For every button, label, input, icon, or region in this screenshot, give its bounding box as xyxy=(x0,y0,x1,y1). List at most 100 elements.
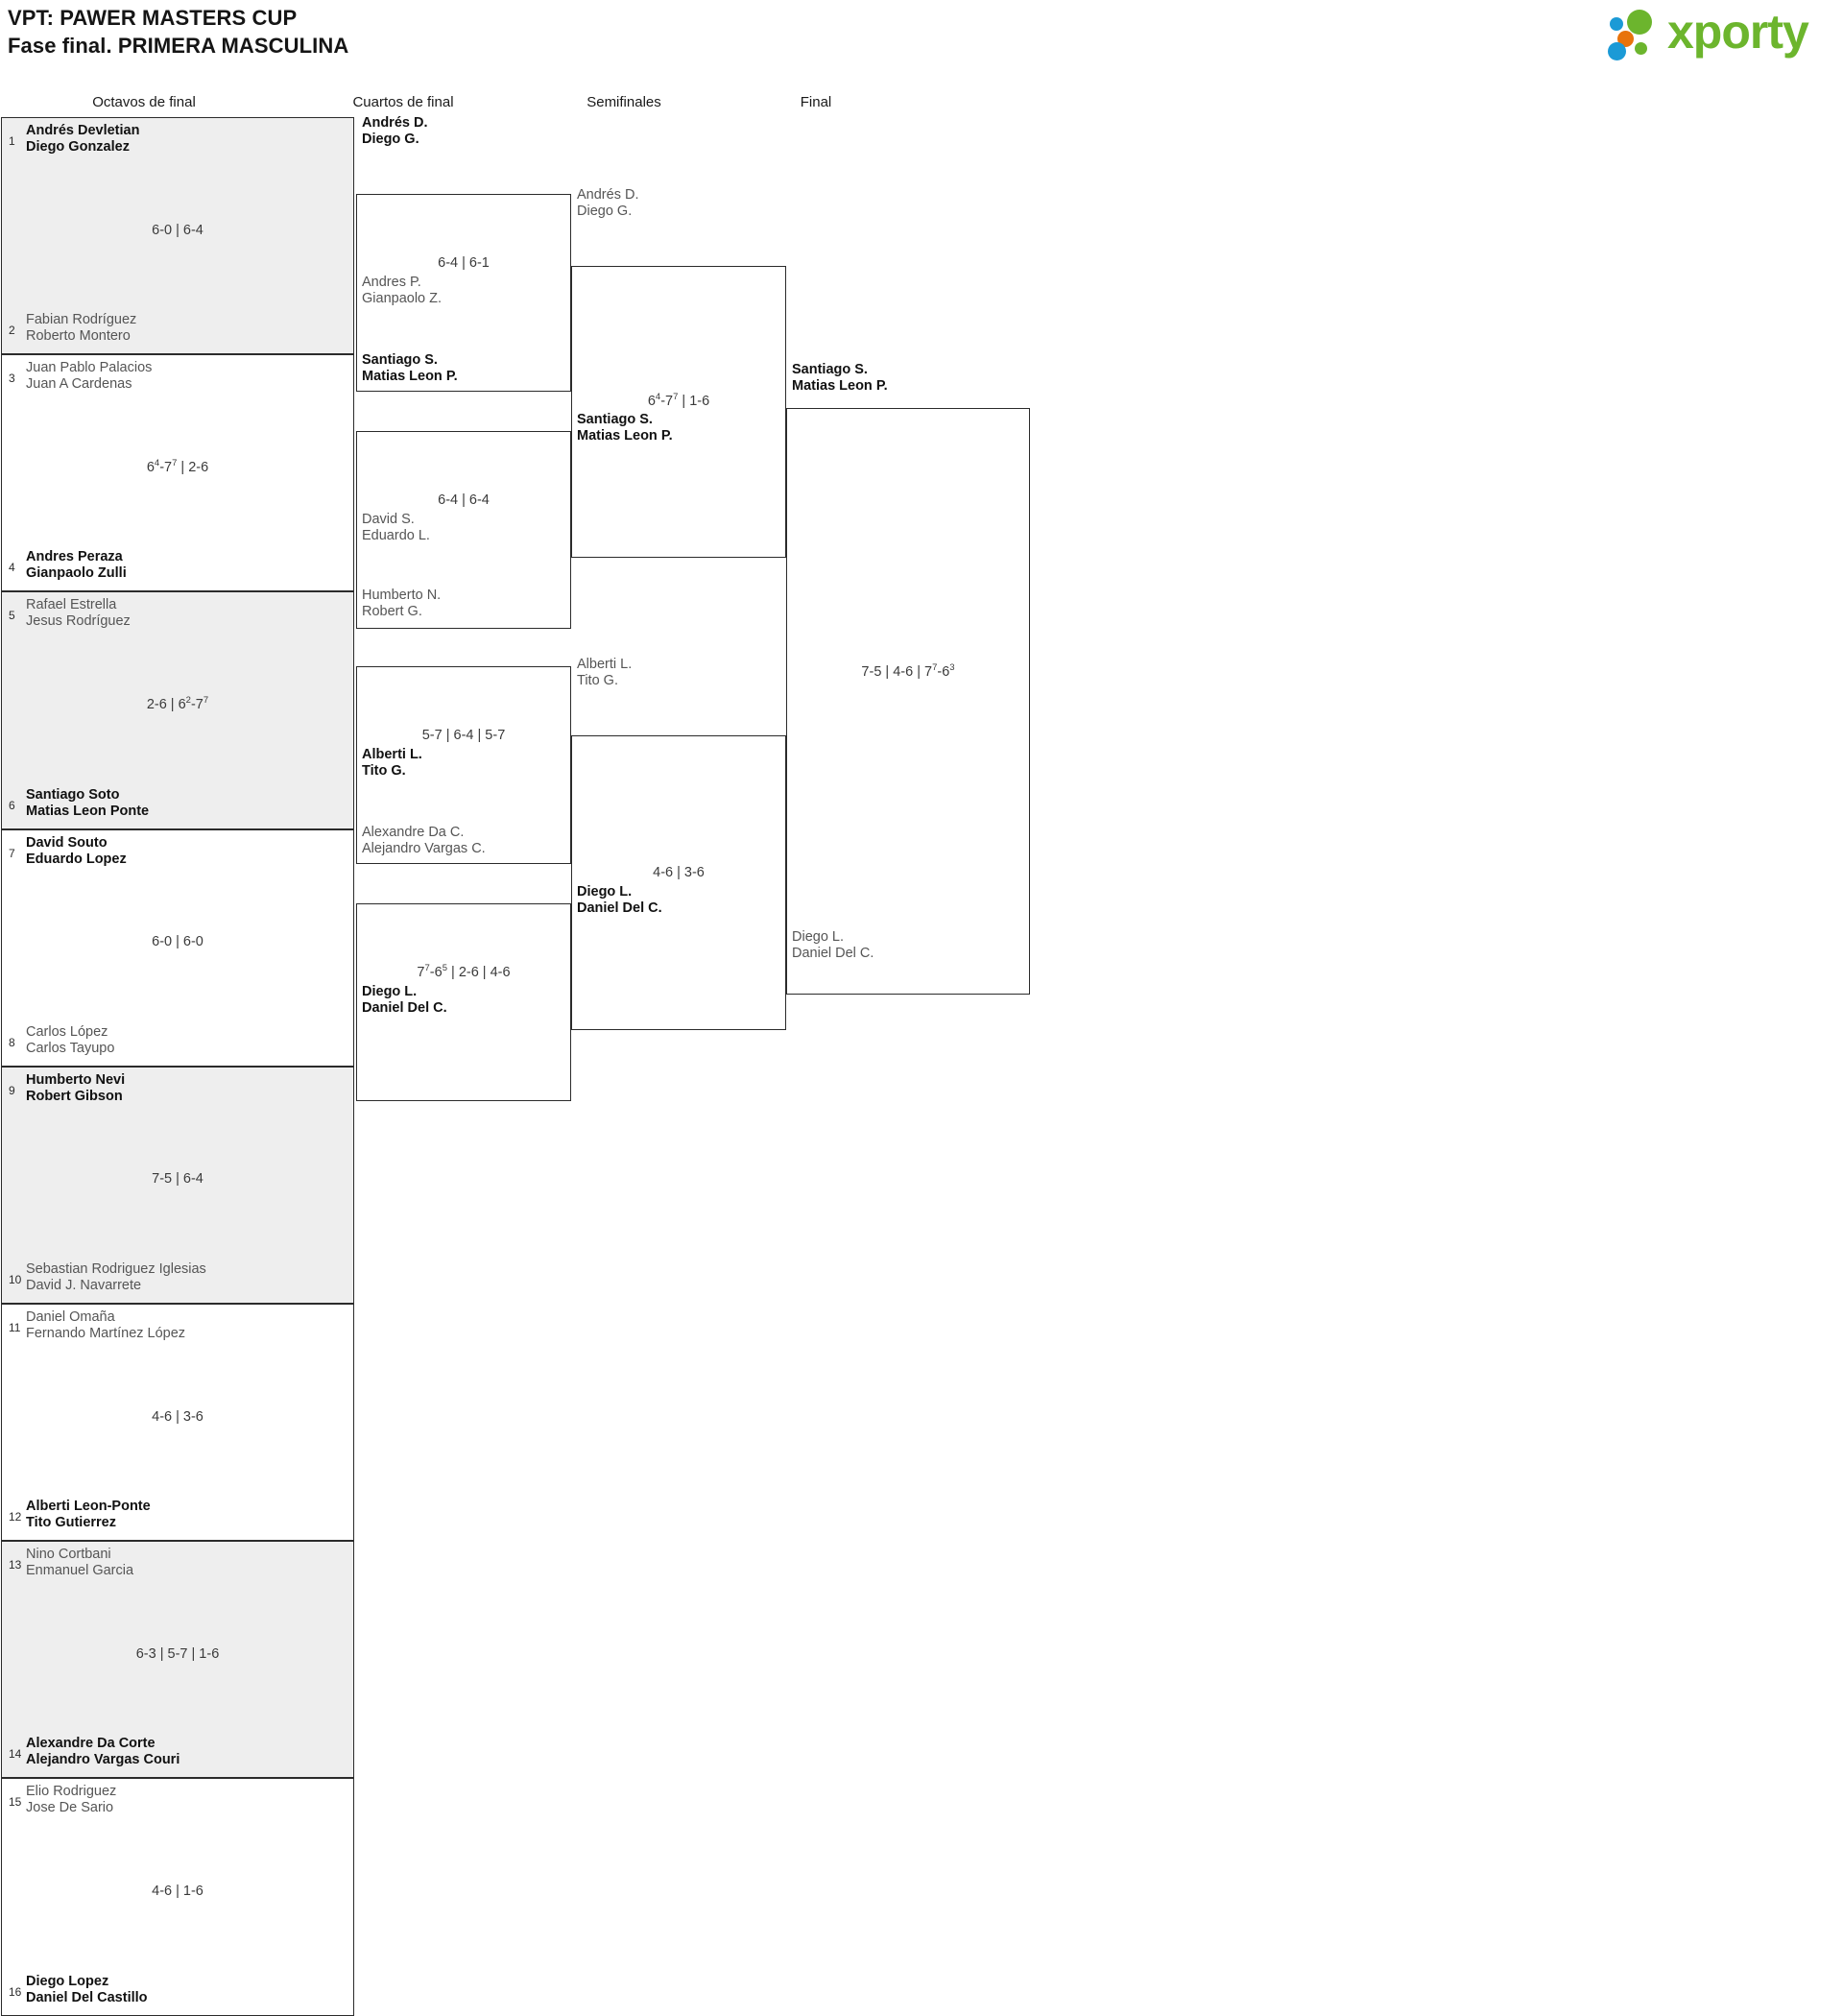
seed-number: 16 xyxy=(9,1984,22,1999)
qf-slot-bottom-2[interactable]: David S.Eduardo L. xyxy=(358,512,573,548)
page-header: VPT: PAWER MASTERS CUP Fase final. PRIME… xyxy=(0,0,1843,77)
qf-slot-bottom-1[interactable]: Andres P.Gianpaolo Z. xyxy=(358,275,573,311)
qf-match-box-3[interactable] xyxy=(356,666,571,864)
player-one-name: Diego L. xyxy=(792,929,845,945)
logo-dots-icon xyxy=(1608,10,1675,61)
qf-slot-bottom-4[interactable]: Diego L.Daniel Del C. xyxy=(358,984,573,1020)
r1-score-1: 6-0 | 6-4 xyxy=(152,222,203,238)
final-slot-bottom[interactable]: Diego L.Daniel Del C. xyxy=(788,929,1032,966)
qf-slot-bottom-3[interactable]: Alberti L.Tito G. xyxy=(358,747,573,783)
r1-score-6: 4-6 | 3-6 xyxy=(152,1408,203,1425)
player-two-name: Matias Leon P. xyxy=(792,378,888,394)
round-header-octavos: Octavos de final xyxy=(92,94,196,110)
r1-match-box-2[interactable] xyxy=(1,354,354,592)
qf-match-box-4[interactable] xyxy=(356,903,571,1101)
seed-number: 12 xyxy=(9,1510,22,1524)
r1-match-box-1[interactable] xyxy=(1,117,354,355)
player-one-name: Santiago Soto xyxy=(26,786,120,803)
qf-match-box-2[interactable] xyxy=(356,431,571,629)
qf-slot-top-1[interactable]: Andrés D.Diego G. xyxy=(358,115,573,152)
r1-match-box-3[interactable] xyxy=(1,591,354,829)
team-names: David S.Eduardo L. xyxy=(362,512,430,544)
seed-number: 2 xyxy=(9,324,15,338)
final-slot-top[interactable]: Santiago S.Matias Leon P. xyxy=(788,362,1032,398)
sf-match-box-2[interactable] xyxy=(571,735,786,1030)
r1-match-box-5[interactable] xyxy=(1,1066,354,1304)
qf-match-box-1[interactable] xyxy=(356,194,571,392)
seed-number: 11 xyxy=(9,1321,21,1334)
team-names: Santiago S.Matias Leon P. xyxy=(792,362,888,395)
qf-slot-top-3[interactable]: Humberto N.Robert G. xyxy=(358,588,573,624)
player-two-name: Matias Leon P. xyxy=(362,369,458,384)
round-header-semis: Semifinales xyxy=(586,94,661,110)
qf-score-4: 77-65 | 2-6 | 4-6 xyxy=(417,963,511,980)
player-two-name: Eduardo L. xyxy=(362,528,430,543)
team-names: Andrés D.Diego G. xyxy=(362,115,428,148)
seed-number: 8 xyxy=(9,1035,15,1049)
player-one-name: Diego L. xyxy=(577,884,633,900)
player-one-name: Humberto N. xyxy=(362,588,442,603)
player-one-name: Alexandre Da Corte xyxy=(26,1736,156,1752)
r1-score-7: 6-3 | 5-7 | 1-6 xyxy=(135,1645,220,1662)
sf-score-2: 4-6 | 3-6 xyxy=(653,864,705,880)
player-one-name: Carlos López xyxy=(26,1023,108,1040)
qf-slot-top-2[interactable]: Santiago S.Matias Leon P. xyxy=(358,352,573,389)
qf-slot-top-4[interactable]: Alexandre Da C.Alejandro Vargas C. xyxy=(358,825,573,861)
player-two-name: Roberto Montero xyxy=(26,328,131,345)
round-header-final: Final xyxy=(800,94,832,110)
seed-number: 4 xyxy=(9,561,15,575)
seed-number: 9 xyxy=(9,1083,15,1097)
player-two-name: Eduardo Lopez xyxy=(26,851,127,867)
final-match-box[interactable] xyxy=(786,408,1030,995)
player-one-name: Sebastian Rodriguez Iglesias xyxy=(26,1261,206,1277)
player-one-name: Andrés D. xyxy=(362,115,428,131)
seed-number: 3 xyxy=(9,372,15,386)
r1-score-2: 64-77 | 2-6 xyxy=(146,457,209,475)
round-header-cuartos: Cuartos de final xyxy=(352,94,454,110)
sf-slot-bottom-2[interactable]: Diego L.Daniel Del C. xyxy=(573,884,788,921)
player-two-name: Daniel Del C. xyxy=(362,1000,447,1016)
r1-score-3: 2-6 | 62-77 xyxy=(146,695,209,712)
team-names: Alberti L.Tito G. xyxy=(577,657,632,689)
player-two-name: David J. Navarrete xyxy=(26,1278,142,1293)
player-one-name: Santiago S. xyxy=(362,352,438,368)
seed-number: 1 xyxy=(9,134,15,148)
sf-match-box-1[interactable] xyxy=(571,266,786,558)
player-one-name: Andrés D. xyxy=(577,187,639,203)
player-two-name: Matias Leon Ponte xyxy=(26,803,150,819)
player-one-name: Alexandre Da C. xyxy=(362,825,465,840)
sf-slot-bottom-1[interactable]: Santiago S.Matias Leon P. xyxy=(573,412,788,448)
player-one-name: Santiago S. xyxy=(792,362,868,377)
sf-slot-top-2[interactable]: Alberti L.Tito G. xyxy=(573,657,788,693)
sf-slot-top-1[interactable]: Andrés D.Diego G. xyxy=(573,187,788,224)
team-names: Diego L.Daniel Del C. xyxy=(577,884,662,917)
r1-match-box-4[interactable] xyxy=(1,828,354,1067)
